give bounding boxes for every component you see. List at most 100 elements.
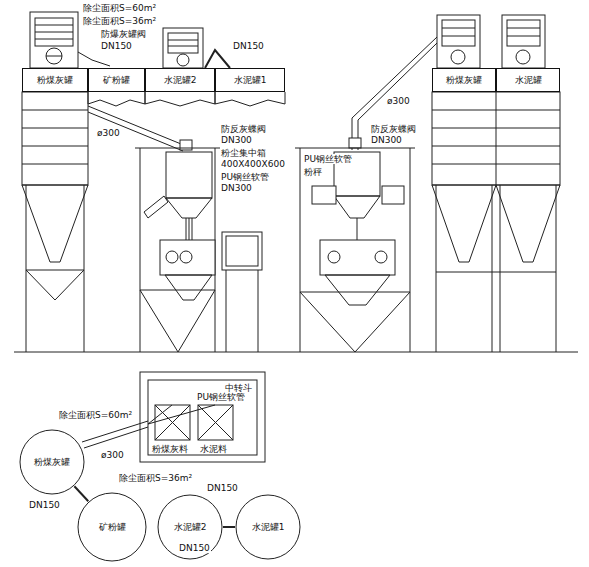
mixer-hopper (382, 186, 404, 204)
part-label: 粉煤灰料 (151, 444, 189, 454)
silo-body (496, 92, 497, 185)
dust-collector (502, 15, 545, 68)
silo-body (432, 146, 560, 147)
silo-band: 水泥罐1 (215, 68, 285, 92)
ground-line (14, 352, 578, 353)
plan-station (198, 405, 233, 440)
part-label: PU钢丝软管 (196, 392, 246, 402)
cut-silo (145, 92, 215, 106)
dust-collector (507, 20, 540, 46)
silo-body (432, 92, 560, 185)
circle-outline (78, 493, 146, 561)
station-frame (140, 290, 215, 291)
dust-collector (30, 12, 203, 68)
silo-body (432, 92, 560, 352)
dust-collector (35, 18, 73, 46)
dust-pipe (78, 52, 110, 66)
dust-box (166, 152, 212, 198)
part-label: 除尘面积S=36m² (82, 16, 157, 26)
station-frame (140, 148, 141, 352)
weigh-hopper (160, 240, 215, 275)
dust-collector (163, 28, 203, 68)
plan-station (155, 405, 190, 440)
silo-body (432, 128, 560, 129)
dust-box (189, 218, 190, 240)
silo-body (26, 270, 55, 300)
pipe-size: DN150 (178, 543, 211, 553)
silo-body (22, 164, 88, 165)
silo-body (26, 185, 27, 352)
pipe-connector (205, 50, 230, 68)
dust-collector (437, 15, 480, 68)
cut-silo (215, 92, 285, 106)
silo-body (22, 146, 88, 147)
silo-name: 水泥罐1 (234, 75, 267, 86)
silo-body (432, 110, 560, 111)
circle-outline (236, 495, 300, 559)
plan-station (198, 405, 233, 440)
dust-collector (46, 48, 62, 64)
control-cabinet (222, 232, 262, 352)
pipe-size: ø300 (386, 96, 411, 106)
circle-outline (20, 430, 84, 494)
silo-body (55, 270, 84, 300)
control-cabinet (226, 236, 258, 266)
dust-collector (168, 40, 198, 41)
feed-pipe (358, 43, 437, 150)
station-frame (178, 290, 215, 352)
weigh-hopper (180, 251, 192, 263)
silo-body (436, 185, 437, 352)
silo-body (432, 164, 560, 165)
station-frame (140, 290, 178, 352)
plan-pipe (84, 427, 148, 448)
plan-station (148, 405, 172, 424)
cut-silo (88, 92, 285, 106)
part-label: 粉秤 (303, 167, 323, 177)
pipe-connector (74, 486, 88, 501)
part-label: 粉尘集中箱 (220, 148, 267, 158)
silo-name: 水泥罐2 (164, 75, 197, 86)
part-label: 防爆灰罐阀 (100, 29, 147, 39)
pipe-size: DN150 (100, 41, 133, 51)
pipe-size: DN150 (206, 483, 239, 493)
silo-body (26, 270, 84, 271)
plan-station (155, 405, 190, 440)
mixer-hopper (312, 186, 336, 204)
silo-name: 水泥罐 (515, 75, 542, 86)
mixer-hopper (357, 218, 358, 240)
silo-body (22, 185, 88, 262)
pipe-size: DN300 (220, 135, 253, 145)
silo-band: 粉煤灰罐 (432, 68, 496, 92)
dust-box (186, 218, 187, 240)
screw-conveyor (144, 196, 168, 218)
station-frame (135, 148, 220, 352)
dust-collector (442, 36, 475, 37)
weigh-hopper (166, 251, 178, 263)
feed-pipe (88, 106, 192, 151)
silo-body (22, 92, 88, 352)
control-cabinet (226, 270, 227, 352)
cut-silo (88, 92, 145, 106)
pipe-connector (223, 526, 235, 528)
part-label: 除尘面积S=36m² (118, 473, 193, 483)
silo-body (22, 110, 88, 111)
station-frame (135, 148, 220, 149)
pipe-size: DN150 (28, 500, 61, 510)
silo-body (556, 185, 557, 352)
part-label: 防反灰蝶阀 (370, 124, 417, 134)
silo-name: 粉煤灰罐 (34, 457, 70, 468)
silo-plan-circle: 水泥罐1 (235, 494, 301, 560)
weigh-hopper (165, 275, 212, 300)
plan-station (148, 405, 215, 424)
weigh-hopper (320, 240, 395, 275)
feed-pipe (88, 112, 183, 151)
pipe-size: ø300 (96, 128, 121, 138)
station-frame (300, 292, 410, 293)
part-label: PU钢丝软管 (303, 154, 353, 164)
silo-name: 矿粉罐 (103, 75, 130, 86)
plan-station (198, 405, 233, 440)
dust-collector (437, 15, 545, 68)
dust-collector (35, 25, 73, 26)
control-cabinet (222, 232, 262, 270)
